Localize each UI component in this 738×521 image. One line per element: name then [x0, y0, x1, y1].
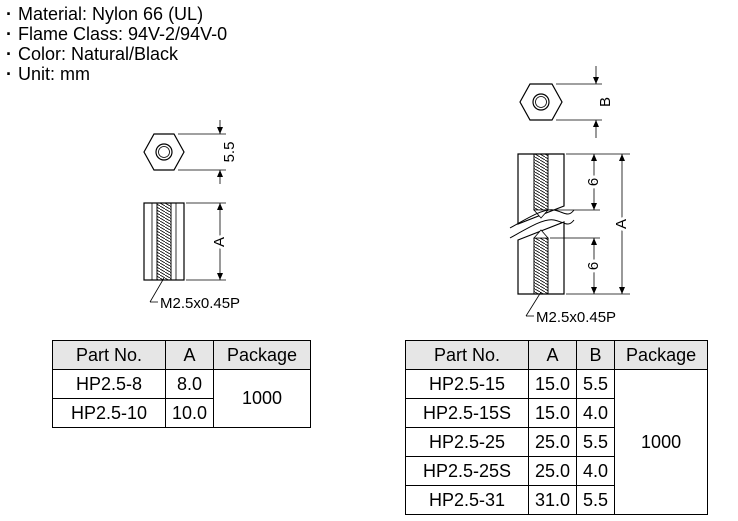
hex-dimension-label: B [597, 97, 614, 107]
header-part-no: Part No. [52, 340, 166, 370]
header-a: A [164, 340, 215, 370]
table-row: HP2.5-15S 15.0 4.0 [405, 398, 708, 428]
hex-end-view [519, 83, 563, 121]
thread-leader [149, 277, 165, 303]
cell-part-no: HP2.5-10 [52, 398, 166, 428]
spacer-body [143, 202, 185, 281]
hex-dimension-label: 5.5 [221, 142, 238, 163]
spacer-drawing-short: 5.5 A M2.5x0.45P [143, 120, 240, 312]
cell-b: 5.5 [576, 369, 616, 399]
hex-end-view [143, 133, 185, 171]
cell-part-no: HP2.5-15S [405, 398, 529, 428]
table-row: HP2.5-31 31.0 5.5 [405, 485, 708, 515]
hex-dimension [556, 66, 602, 138]
parts-table-long: Part No. A B Package HP2.5-15 15.0 5.5 1… [405, 340, 709, 515]
cell-b: 5.5 [576, 427, 616, 457]
table-row: HP2.5-8 8.0 1000 [52, 369, 312, 428]
cell-a: 31.0 [527, 485, 578, 515]
spacer-body-upper [517, 153, 565, 225]
cell-b: 4.0 [576, 398, 616, 428]
table-row: HP2.5-15 15.0 5.5 1000 [405, 369, 709, 515]
spec-list: Material: Nylon 66 (UL) Flame Class: 94V… [6, 4, 227, 84]
length-dimension-label: A [211, 237, 228, 247]
spec-flame-class: Flame Class: 94V-2/94V-0 [6, 24, 227, 44]
table-header-row: Part No. A B Package [405, 340, 709, 370]
cell-part-no: HP2.5-31 [405, 485, 529, 515]
table-header-row: Part No. A Package [52, 340, 312, 370]
cell-package: 1000 [614, 369, 709, 515]
cell-part-no: HP2.5-15 [405, 369, 529, 399]
hex-dimension [178, 120, 226, 184]
length-dimension [619, 154, 625, 294]
cell-a: 15.0 [527, 398, 578, 428]
cell-part-no: HP2.5-25S [405, 456, 529, 486]
header-package: Package [213, 340, 312, 370]
cell-a: 25.0 [527, 456, 578, 486]
cell-part-no: HP2.5-8 [52, 369, 166, 399]
header-b: B [576, 340, 616, 370]
thread-depth-dimensions [550, 153, 630, 295]
header-package: Package [614, 340, 709, 370]
length-dimension-label: A [613, 219, 630, 229]
length-dimension [186, 202, 226, 281]
thread-callout: M2.5x0.45P [536, 309, 616, 326]
table-row: HP2.5-25 25.0 5.5 [405, 427, 708, 457]
cell-b: 4.0 [576, 456, 616, 486]
cell-a: 8.0 [164, 369, 215, 399]
cell-b: 5.5 [576, 485, 616, 515]
table-row: HP2.5-25S 25.0 4.0 [405, 456, 708, 486]
spacer-drawing-long: B 6 6 A M2.5x0.45P [509, 66, 633, 326]
table-row: HP2.5-10 10.0 [52, 398, 311, 428]
spec-material: Material: Nylon 66 (UL) [6, 4, 227, 24]
parts-table-short: Part No. A Package HP2.5-8 8.0 1000 HP2.… [52, 340, 312, 428]
cell-a: 15.0 [527, 369, 578, 399]
cell-a: 25.0 [527, 427, 578, 457]
bottom-thread-depth-label: 6 [585, 262, 602, 270]
spec-unit: Unit: mm [6, 64, 227, 84]
thread-leader [525, 291, 542, 317]
thread-callout: M2.5x0.45P [160, 295, 240, 312]
cell-package: 1000 [213, 369, 312, 428]
header-part-no: Part No. [405, 340, 529, 370]
spacer-body-lower [517, 221, 565, 295]
cell-a: 10.0 [164, 398, 215, 428]
cell-part-no: HP2.5-25 [405, 427, 529, 457]
header-a: A [527, 340, 578, 370]
top-thread-depth-label: 6 [585, 178, 602, 186]
spec-color: Color: Natural/Black [6, 44, 227, 64]
